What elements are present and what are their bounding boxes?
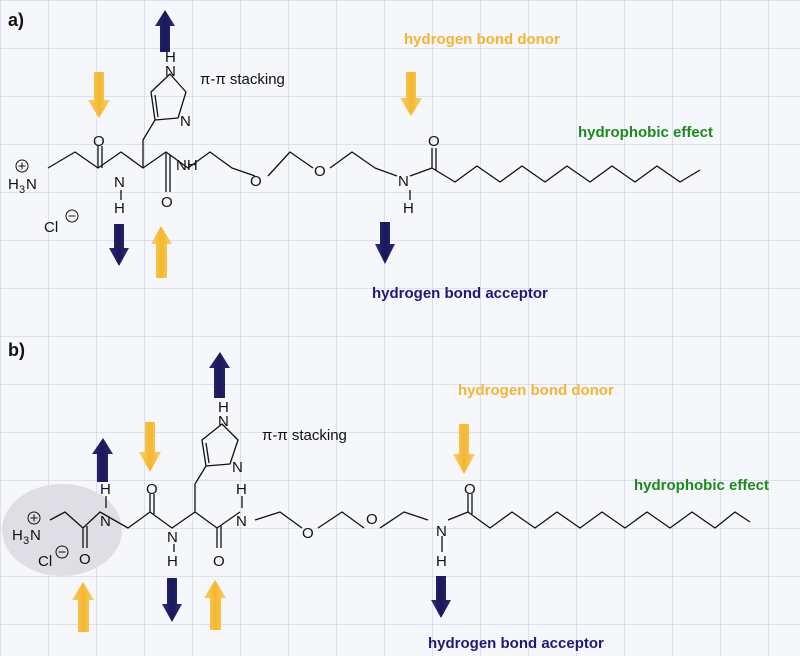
panel-a-ring-double bbox=[154, 94, 159, 118]
panel-a-arrow-up-navy-icon bbox=[155, 10, 175, 52]
panel-a-ammonium-n: N bbox=[26, 176, 37, 193]
panel-b: b) N H N H N O O N H O bbox=[2, 340, 769, 652]
panel-b-arrow-up-navy-icon bbox=[209, 352, 230, 398]
panel-a-h-1: H bbox=[114, 200, 125, 217]
panel-b-alkyl-chain bbox=[447, 511, 751, 529]
panel-a-imidazole-ring bbox=[150, 73, 187, 121]
panel-b-o-ether-1: O bbox=[302, 525, 314, 542]
panel-b-ammonium-h: H bbox=[12, 527, 23, 544]
panel-a: a) N H N O N H O NH O O N H O H 3 bbox=[8, 10, 713, 302]
panel-b-n-1: N bbox=[100, 513, 111, 530]
panel-a-arrow-down-gold-icon bbox=[88, 72, 110, 118]
panel-b-o-4: O bbox=[464, 481, 476, 498]
panel-b-arrow-down-navy-icon bbox=[162, 578, 182, 622]
panel-a-ammonium-sub: 3 bbox=[19, 184, 25, 196]
panel-a-o-1: O bbox=[93, 133, 105, 150]
panel-b-o-ether-2: O bbox=[366, 511, 378, 528]
panel-b-highlight bbox=[2, 484, 122, 576]
panel-a-ring-n: N bbox=[180, 113, 191, 130]
panel-a-minus-charge-icon bbox=[65, 209, 79, 223]
panel-a-n-2: N bbox=[398, 173, 409, 190]
panel-b-ring-n: N bbox=[232, 459, 243, 476]
panel-b-n-3: N bbox=[236, 513, 247, 530]
panel-b-donor-label: hydrogen bond donor bbox=[458, 382, 614, 399]
panel-a-ring-h: H bbox=[165, 49, 176, 66]
panel-b-peg-chain-3 bbox=[379, 511, 429, 529]
panel-a-o-ether-2: O bbox=[314, 163, 326, 180]
panel-b-o-3: O bbox=[213, 553, 225, 570]
panel-a-peg-chain bbox=[267, 151, 314, 177]
panel-a-donor-label: hydrogen bond donor bbox=[404, 31, 560, 48]
panel-a-side-chain bbox=[142, 119, 156, 168]
panel-a-h-2: H bbox=[403, 200, 414, 217]
panel-b-ring-h: H bbox=[218, 399, 229, 416]
panel-b-ammonium-n: N bbox=[30, 527, 41, 544]
panel-b-peg-chain bbox=[254, 511, 303, 529]
panel-b-o-1: O bbox=[79, 551, 91, 568]
panel-b-peg-chain-2 bbox=[317, 511, 365, 529]
panel-b-arrow-up-gold-2-icon bbox=[204, 580, 226, 630]
panel-b-arrow-down-gold-2-icon bbox=[453, 424, 475, 474]
panel-b-o-2: O bbox=[146, 481, 158, 498]
panel-a-ammonium-h: H bbox=[8, 176, 19, 193]
panel-a-o-ether-1: O bbox=[250, 173, 262, 190]
panel-b-arrow-up-navy-2-icon bbox=[92, 438, 113, 482]
panel-b-arrow-up-gold-icon bbox=[72, 582, 94, 632]
panel-a-o-2: O bbox=[161, 194, 173, 211]
panel-a-arrow-up-gold-icon bbox=[151, 226, 172, 278]
panel-b-acceptor-label: hydrogen bond acceptor bbox=[428, 635, 604, 652]
panel-b-arrow-down-navy-2-icon bbox=[431, 576, 451, 618]
panel-b-imidazole-ring bbox=[201, 423, 239, 467]
panel-b-backbone bbox=[49, 511, 241, 529]
panel-a-arrow-down-gold-2-icon bbox=[400, 72, 422, 116]
panel-a-alkyl-chain bbox=[409, 165, 701, 183]
panel-b-hydrophobic-label: hydrophobic effect bbox=[634, 477, 769, 494]
panel-b-n-4: N bbox=[436, 523, 447, 540]
panel-a-peg-chain-2 bbox=[329, 151, 398, 177]
panel-a-arrow-down-navy-2-icon bbox=[375, 222, 395, 264]
panel-b-minus-charge-icon bbox=[55, 545, 69, 559]
panel-a-acceptor-label: hydrogen bond acceptor bbox=[372, 285, 548, 302]
panel-a-pi-stacking-label: π-π stacking bbox=[200, 71, 285, 88]
panel-b-n-2: N bbox=[167, 529, 178, 546]
panel-b-pi-stacking-label: π-π stacking bbox=[262, 427, 347, 444]
panel-a-arrow-down-navy-icon bbox=[109, 224, 129, 266]
panel-b-chloride: Cl bbox=[38, 553, 52, 570]
panel-a-hydrophobic-label: hydrophobic effect bbox=[578, 124, 713, 141]
panel-b-ammonium-sub: 3 bbox=[23, 535, 29, 547]
panel-a-label: a) bbox=[8, 10, 24, 30]
panel-b-h-1: H bbox=[100, 481, 111, 498]
panel-b-h-4: H bbox=[436, 553, 447, 570]
panel-a-backbone bbox=[47, 151, 256, 177]
panel-a-plus-charge-icon bbox=[15, 159, 29, 173]
panel-a-nh-1: NH bbox=[176, 157, 198, 174]
panel-b-ring-n-top: N bbox=[218, 413, 229, 430]
panel-a-n-1: N bbox=[114, 174, 125, 191]
panel-b-side-chain bbox=[194, 465, 207, 512]
panel-b-plus-charge-icon bbox=[27, 511, 41, 525]
panel-a-o-3: O bbox=[428, 133, 440, 150]
panel-a-chloride: Cl bbox=[44, 219, 58, 236]
panel-a-ring-n-top: N bbox=[165, 63, 176, 80]
panel-b-ring-double bbox=[205, 442, 210, 464]
panel-b-h-3: H bbox=[236, 481, 247, 498]
panel-b-label: b) bbox=[8, 340, 25, 360]
panel-b-h-2: H bbox=[167, 553, 178, 570]
panel-b-arrow-down-gold-icon bbox=[139, 422, 161, 472]
